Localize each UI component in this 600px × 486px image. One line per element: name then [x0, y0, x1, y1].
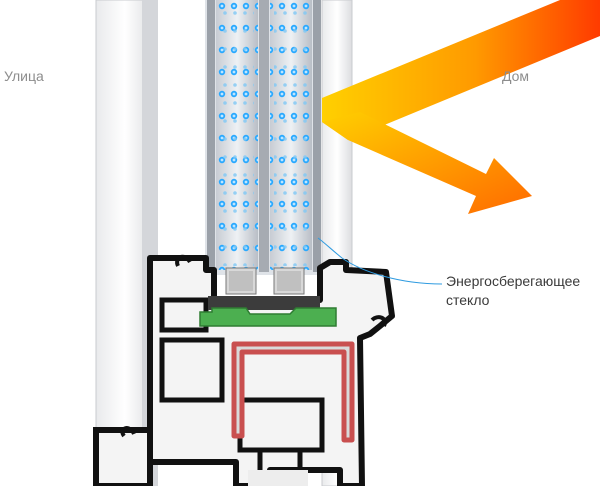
home-side-label: Дом [502, 68, 530, 84]
double-glazing-icon [205, 0, 321, 295]
street-side-label: Улица [4, 68, 44, 84]
window-profile-section-icon [93, 254, 395, 486]
glass-callout-line [317, 237, 443, 285]
reflected-heat-arrow-icon [322, 0, 600, 214]
energy-saving-glass-label: Энергосберегающее стекло [446, 273, 581, 308]
